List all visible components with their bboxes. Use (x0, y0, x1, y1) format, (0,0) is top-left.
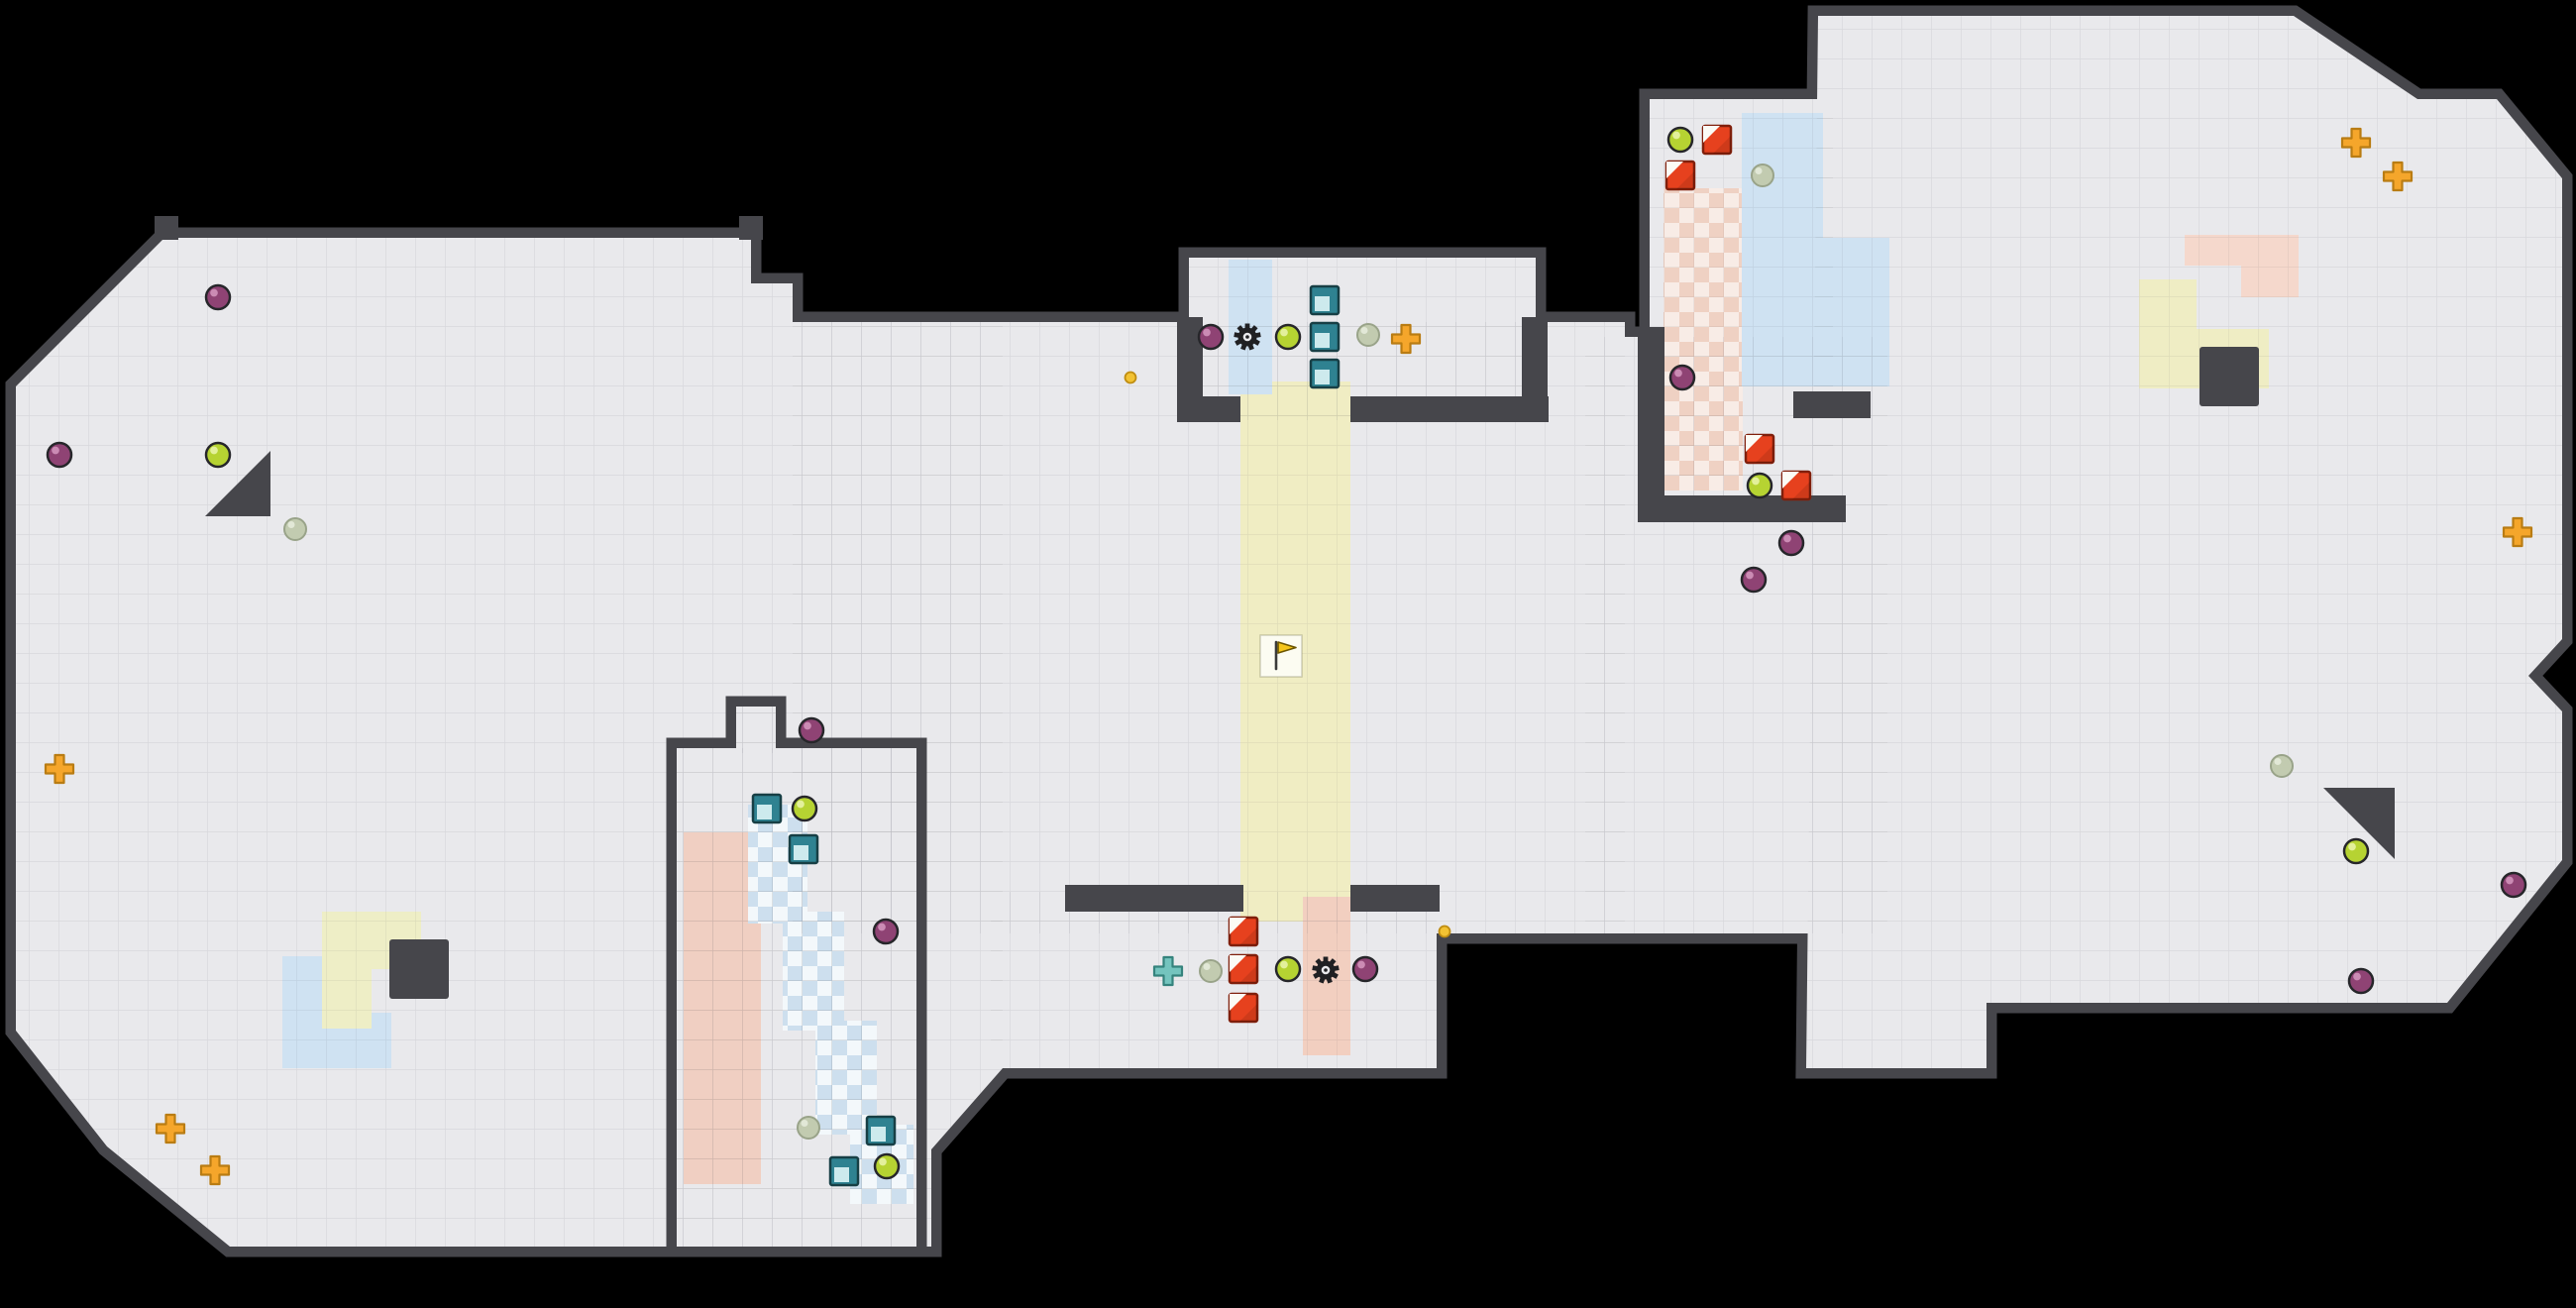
gear-22 (1234, 323, 1261, 351)
orange-cross-47 (2340, 127, 2372, 159)
purple-orb-36 (1351, 955, 1379, 983)
orange-cross-8 (199, 1154, 231, 1186)
purple-orb-54 (2347, 967, 2375, 995)
sage-orb-40 (1751, 164, 1774, 187)
purple-orb-21 (1197, 323, 1225, 351)
teal-block-15 (865, 1115, 897, 1146)
green-orb-52 (2342, 837, 2370, 865)
red-block-39 (1664, 160, 1696, 191)
red-block-42 (1744, 433, 1775, 465)
red-block-31 (1228, 916, 1259, 947)
wall-stub-left-room-top-nub-1 (155, 216, 178, 240)
sage-orb-3 (283, 517, 307, 541)
triangle-4 (205, 451, 270, 516)
green-orb-43 (1746, 472, 1773, 499)
red-block-32 (1228, 953, 1259, 985)
orange-cross-28 (1390, 323, 1422, 355)
orange-cross-49 (2502, 516, 2533, 548)
wall-stub-bottom-room-top-wall-right (1350, 885, 1440, 912)
green-orb-17 (873, 1152, 901, 1180)
dark-block-6 (389, 939, 449, 999)
purple-orb-41 (1668, 364, 1696, 391)
green-orb-2 (204, 441, 232, 469)
gear-35 (1312, 956, 1340, 984)
teal-block-11 (751, 793, 783, 824)
wall-stub-bottom-room-top-wall-left (1065, 885, 1243, 912)
teal-block-16 (828, 1155, 860, 1187)
orange-cross-48 (2382, 161, 2414, 192)
teal-cross-29 (1152, 955, 1184, 987)
wall-stub-pocket-inner-wall (1793, 391, 1871, 418)
green-orb-37 (1666, 126, 1694, 154)
purple-orb-9 (798, 716, 825, 744)
wall-stub-left-room-top-nub-2 (739, 216, 763, 240)
teal-block-13 (788, 833, 819, 865)
purple-orb-1 (46, 441, 73, 469)
orange-cross-5 (44, 753, 75, 785)
teal-block-25 (1309, 321, 1341, 353)
orange-cross-7 (155, 1113, 186, 1144)
red-block-38 (1701, 124, 1733, 156)
red-block-44 (1780, 470, 1812, 501)
teal-block-26 (1309, 358, 1341, 389)
dark-block-55 (2200, 347, 2259, 406)
yellow-dot-18 (1124, 371, 1137, 384)
purple-orb-46 (1740, 566, 1768, 594)
red-block-33 (1228, 992, 1259, 1024)
purple-orb-0 (204, 283, 232, 311)
triangle-51 (2323, 788, 2395, 859)
yellow-dot-19 (1438, 925, 1451, 938)
wall-stub-top-room-side-wall-right (1522, 317, 1548, 422)
flag-20 (1259, 634, 1303, 678)
wall-stub-pocket-bottom-wall (1638, 495, 1846, 522)
sage-orb-27 (1356, 323, 1380, 347)
green-orb-23 (1274, 323, 1302, 351)
map-items (44, 124, 2533, 1187)
sage-orb-30 (1199, 959, 1223, 983)
sage-orb-14 (797, 1116, 820, 1140)
wall-stub-top-room-bottom-wall-right (1350, 396, 1549, 422)
wall-stub-pocket-west-wall (1638, 327, 1664, 505)
green-orb-12 (791, 795, 818, 822)
green-orb-34 (1274, 955, 1302, 983)
teal-block-24 (1309, 284, 1341, 316)
purple-orb-10 (872, 918, 900, 945)
purple-orb-45 (1777, 529, 1805, 557)
sage-orb-50 (2270, 754, 2294, 778)
purple-orb-53 (2500, 871, 2527, 899)
